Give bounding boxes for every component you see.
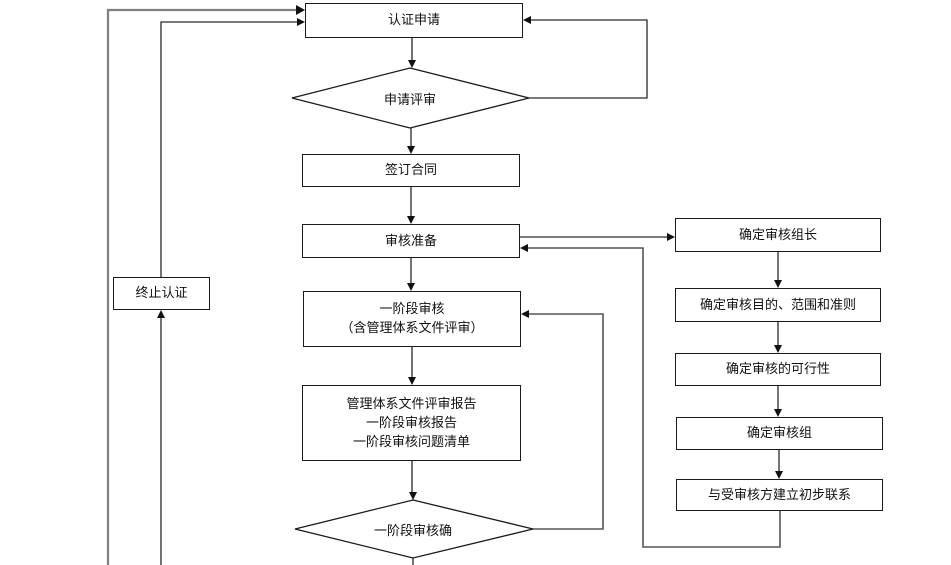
node-sign-contract-label: 签订合同 (384, 163, 437, 178)
node-determine-audit-feasibility-label: 确定审核的可行性 (725, 362, 830, 377)
arrow-terminate-to-application (160, 18, 305, 277)
arrow-review-feedback-to-application (523, 16, 648, 99)
decision-stage1-confirmation-label: 一阶段审核确 (373, 524, 452, 539)
decision-application-review-shape (291, 67, 530, 129)
node-establish-initial-contact-with-auditee-label: 与受审核方建立初步联系 (707, 487, 851, 503)
node-determine-audit-objectives-scope-criteria-label: 确定审核目的、范围和准则 (699, 297, 856, 313)
node-determine-audit-team-leader: 确定审核组长 (675, 218, 881, 252)
node-stage1-outputs: 管理体系文件评审报告 一阶段审核报告 一阶段审核问题清单 (302, 385, 521, 461)
node-determine-audit-team-leader-label: 确定审核组长 (738, 227, 817, 243)
arrow-application-to-review (408, 38, 416, 68)
node-determine-audit-feasibility: 确定审核的可行性 (675, 353, 881, 386)
arrow-into-terminate (157, 310, 165, 565)
node-stage1-audit: 一阶段审核 （含管理体系文件评审） (303, 291, 521, 347)
node-audit-preparation: 审核准备 (302, 224, 520, 258)
arrow-contract-to-preparation (407, 187, 415, 224)
arrow-team-to-initial-contact (775, 450, 783, 479)
arrow-review-to-contract (407, 128, 415, 154)
node-determine-audit-team: 确定审核组 (676, 417, 883, 450)
arrow-outputs-to-confirmation (409, 461, 417, 500)
node-stage1-outputs-line3: 一阶段审核问题清单 (352, 434, 470, 450)
decision-application-review-label: 申请评审 (383, 93, 436, 108)
arrow-preparation-to-team-leader (520, 233, 675, 241)
node-stage1-outputs-line1: 管理体系文件评审报告 (346, 396, 477, 412)
arrow-objectives-to-feasibility (774, 322, 782, 353)
node-sign-contract: 签订合同 (302, 154, 520, 187)
arrow-left-return-to-application (106, 5, 305, 565)
arrow-initial-contact-back-to-preparation (520, 244, 781, 548)
node-determine-audit-objectives-scope-criteria: 确定审核目的、范围和准则 (675, 288, 881, 322)
arrow-preparation-to-stage1 (407, 258, 415, 291)
node-terminate-certification: 终止认证 (113, 277, 210, 310)
node-stage1-audit-line2: （含管理体系文件评审） (340, 321, 484, 336)
arrow-leader-to-objectives (774, 252, 782, 288)
node-stage1-outputs-line2: 一阶段审核报告 (365, 415, 457, 431)
arrow-feasibility-to-team (774, 386, 782, 417)
decision-stage1-confirmation-shape (294, 499, 534, 559)
node-establish-initial-contact-with-auditee: 与受审核方建立初步联系 (676, 479, 883, 511)
node-terminate-certification-label: 终止认证 (135, 286, 188, 301)
arrow-confirmation-feedback-to-stage1 (521, 310, 604, 530)
arrow-stage1-to-outputs (408, 347, 416, 385)
node-determine-audit-team-label: 确定审核组 (746, 426, 812, 441)
node-stage1-audit-line1: 一阶段审核 (379, 302, 445, 317)
node-certification-application: 认证申请 (305, 3, 523, 38)
node-certification-application-label: 认证申请 (387, 13, 440, 28)
node-audit-preparation-label: 审核准备 (384, 233, 437, 249)
